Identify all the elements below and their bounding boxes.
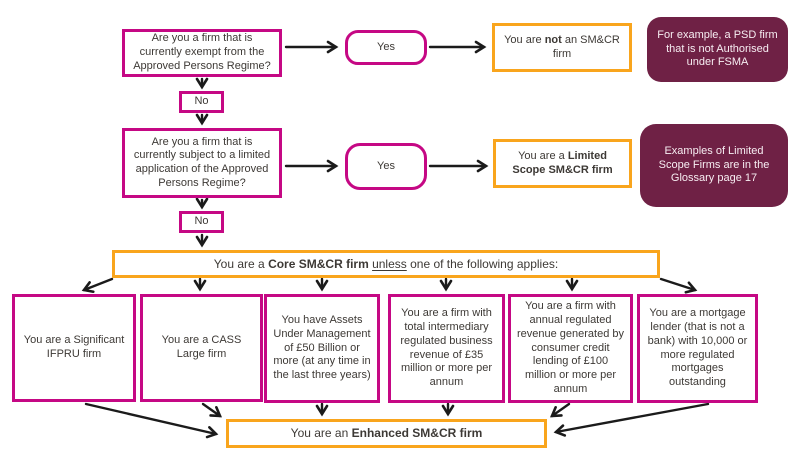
criteria-box-cass-large: You are a CASS Large firm — [140, 294, 263, 402]
criteria-box-aum: You have Assets Under Management of £50 … — [264, 294, 380, 403]
result-not-smcr-text: You are not an SM&CR firm — [504, 33, 620, 60]
criteria-text: You are a firm with annual regulated rev… — [516, 300, 625, 395]
no-label: No — [194, 95, 209, 108]
criteria-box-intermediary-revenue: You are a firm with total intermediary r… — [388, 294, 505, 403]
question-limited-text: Are you a firm that is currently subject… — [133, 135, 271, 189]
yes-label: Yes — [377, 159, 395, 172]
yes-pill-2: Yes — [345, 143, 427, 190]
question-box-limited-application: Are you a firm that is currently subject… — [122, 128, 282, 198]
note-psd-text: For example, a PSD firm that is not Auth… — [657, 28, 778, 69]
note-glossary-reference: Examples of Limited Scope Firms are in t… — [640, 124, 788, 207]
criteria-box-mortgage-lender: You are a mortgage lender (that is not a… — [637, 294, 758, 403]
criteria-text: You are a firm with total intermediary r… — [400, 307, 493, 388]
result-not-smcr-box: You are not an SM&CR firm — [492, 23, 632, 72]
enhanced-firm-text: You are an Enhanced SM&CR firm — [290, 426, 483, 440]
question-box-exempt: Are you a firm that is currently exempt … — [122, 29, 282, 77]
no-label: No — [194, 215, 209, 228]
note-psd-example: For example, a PSD firm that is not Auth… — [647, 17, 788, 82]
criteria-box-consumer-credit: You are a firm with annual regulated rev… — [508, 294, 633, 403]
core-firm-text: You are a Core SM&CR firm unless one of … — [213, 256, 559, 271]
arrow-criteria2-to-enhanced — [201, 402, 223, 418]
question-exempt-text: Are you a firm that is currently exempt … — [133, 32, 271, 72]
no-box-1: No — [179, 91, 224, 113]
enhanced-firm-box: You are an Enhanced SM&CR firm — [226, 419, 547, 448]
criteria-text: You are a Significant IFPRU firm — [23, 334, 125, 360]
arrow-criteria6-to-enhanced — [553, 402, 710, 437]
no-box-2: No — [179, 211, 224, 233]
core-firm-banner: You are a Core SM&CR firm unless one of … — [112, 250, 660, 278]
arrow-criteria5-to-enhanced — [549, 402, 571, 418]
result-limited-scope-box: You are a Limited Scope SM&CR firm — [493, 139, 632, 188]
arrow-criteria1-to-enhanced — [84, 402, 219, 439]
arrow-core-to-criteria-6 — [659, 277, 698, 294]
result-limited-scope-text: You are a Limited Scope SM&CR firm — [512, 149, 613, 176]
note-glossary-text: Examples of Limited Scope Firms are in t… — [658, 144, 770, 185]
yes-pill-1: Yes — [345, 30, 427, 65]
criteria-box-significant-ifpru: You are a Significant IFPRU firm — [12, 294, 136, 402]
criteria-text: You have Assets Under Management of £50 … — [273, 314, 371, 382]
criteria-text: You are a mortgage lender (that is not a… — [647, 307, 748, 388]
yes-label: Yes — [377, 40, 395, 53]
criteria-text: You are a CASS Large firm — [161, 334, 242, 360]
arrow-core-to-criteria-1 — [81, 277, 114, 294]
